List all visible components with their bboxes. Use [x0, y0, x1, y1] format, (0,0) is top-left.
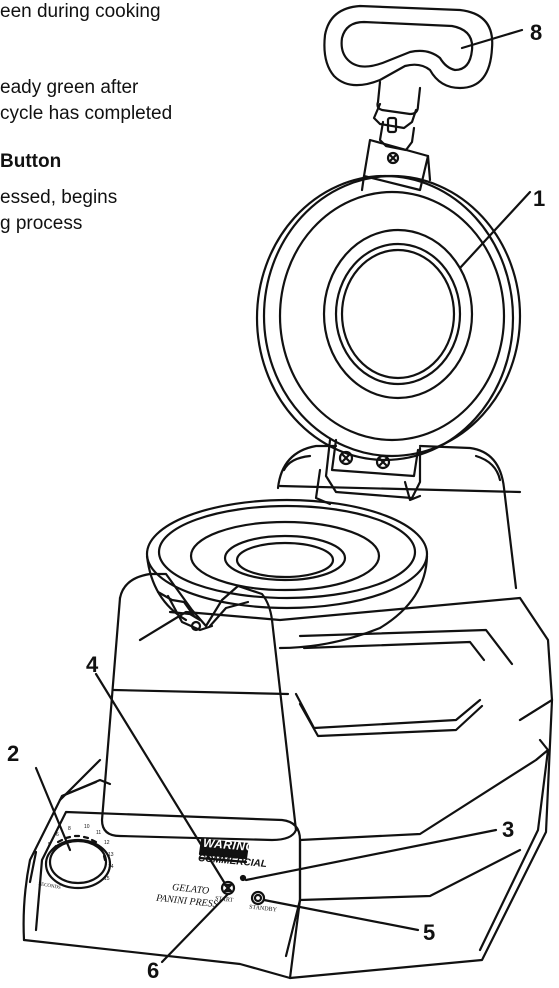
- dial-tick: 8: [68, 826, 71, 832]
- dial-tick: 12: [104, 840, 110, 846]
- dial-tick: 11: [96, 830, 102, 836]
- leader-4: [94, 672, 226, 884]
- leader-5: [262, 898, 420, 932]
- text-line-6: g process: [0, 213, 83, 234]
- lower-hinge: [314, 438, 422, 506]
- text-line-1: een during cooking: [0, 1, 161, 22]
- timer-dial: [34, 766, 112, 890]
- dial-tick: 5: [48, 842, 51, 848]
- dial-tick: 10: [84, 824, 90, 830]
- dial-tick: 15: [104, 876, 110, 882]
- leader-6: [160, 892, 230, 964]
- standby-button[interactable]: [250, 890, 266, 906]
- front-tower: [100, 572, 298, 842]
- lower-plate: [145, 498, 429, 650]
- upper-lid: [255, 174, 532, 462]
- callout-6: 6: [147, 958, 160, 983]
- base-housing: [22, 596, 554, 980]
- text-line-3: cycle has completed: [0, 103, 173, 124]
- rear-tower: [276, 444, 522, 590]
- dial-tick: 14: [108, 864, 114, 870]
- start-button[interactable]: [220, 880, 236, 896]
- callout-5: 5: [423, 920, 436, 945]
- text-line-4: Button: [0, 151, 62, 172]
- leader-3: [244, 828, 498, 882]
- ready-light: [239, 874, 247, 882]
- callout-3: 3: [502, 817, 515, 842]
- callout-4: 4: [86, 652, 99, 677]
- logo-badge: [198, 838, 250, 864]
- callout-1: 1: [533, 186, 546, 211]
- text-line-2: eady green after: [0, 77, 139, 98]
- dial-tick: 13: [108, 852, 114, 858]
- hinge-neck: [360, 80, 432, 192]
- text-line-5: essed, begins: [0, 187, 118, 208]
- callout-8: 8: [530, 20, 543, 45]
- dial-tick: 6: [56, 832, 59, 838]
- handle: [323, 4, 524, 90]
- callout-2: 2: [7, 741, 20, 766]
